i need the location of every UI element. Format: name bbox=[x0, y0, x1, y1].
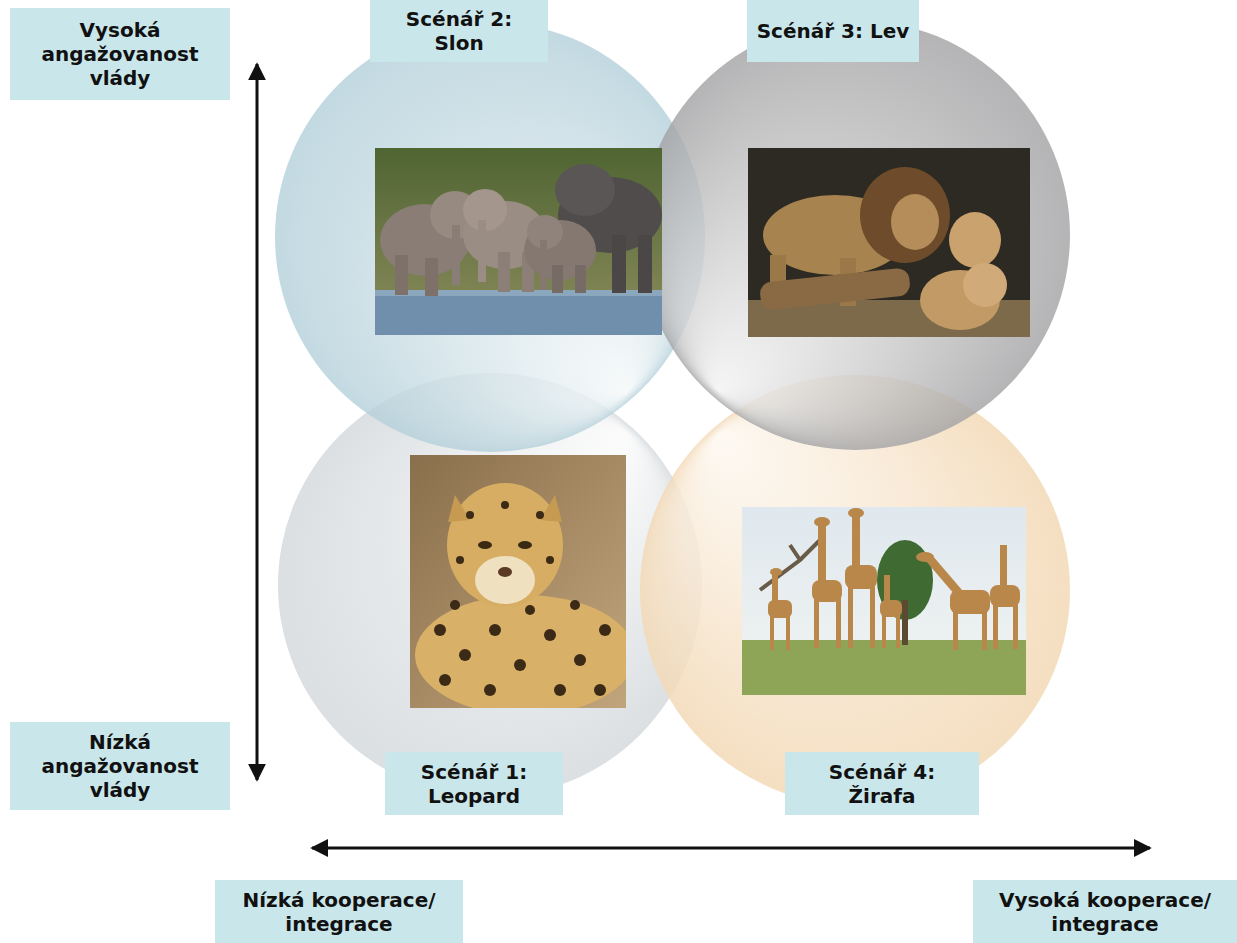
scenario-label: Scénář 3: Lev bbox=[747, 0, 919, 62]
axis-arrow bbox=[312, 847, 1150, 850]
label-text: Scénář 2: Slon bbox=[378, 7, 540, 55]
axis-label: Vysoká angažovanost vlády bbox=[10, 8, 230, 100]
giraffe-photo bbox=[742, 507, 1026, 695]
axis-label: Vysoká kooperace/ integrace bbox=[973, 880, 1237, 943]
scenario-label: Scénář 2: Slon bbox=[370, 0, 548, 62]
label-text: Nízká angažovanost vlády bbox=[18, 730, 222, 802]
label-text: Vysoká angažovanost vlády bbox=[18, 18, 222, 90]
axis-arrow bbox=[256, 64, 259, 780]
axis-label: Nízká kooperace/ integrace bbox=[215, 880, 463, 943]
label-text: Scénář 3: Lev bbox=[757, 19, 910, 43]
label-text: Vysoká kooperace/ integrace bbox=[981, 888, 1229, 936]
label-text: Scénář 1: Leopard bbox=[393, 760, 555, 808]
scenario-label: Scénář 1: Leopard bbox=[385, 752, 563, 815]
elephant-photo bbox=[375, 148, 662, 335]
scenario-label: Scénář 4: Žirafa bbox=[785, 752, 979, 815]
label-text: Nízká kooperace/ integrace bbox=[223, 888, 455, 936]
label-text: Scénář 4: Žirafa bbox=[793, 760, 971, 808]
lion-photo bbox=[748, 148, 1030, 337]
scenario-circle bbox=[640, 20, 1070, 450]
scenario-circle bbox=[275, 22, 705, 452]
axis-label: Nízká angažovanost vlády bbox=[10, 722, 230, 810]
leopard-photo bbox=[410, 455, 626, 708]
